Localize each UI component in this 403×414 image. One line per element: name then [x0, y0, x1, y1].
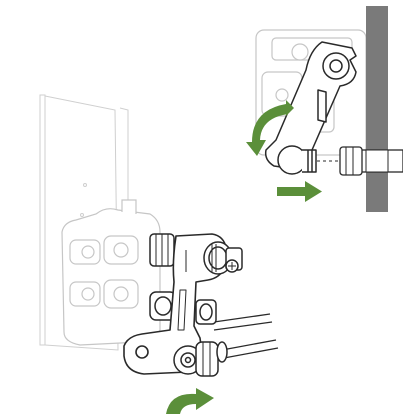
main-top-clamp	[203, 241, 243, 275]
wall-section	[366, 6, 388, 212]
main-valve-fittings	[149, 233, 217, 325]
inset-pipe	[305, 146, 403, 176]
main-bottom-clamp	[173, 341, 228, 377]
rotate-clockwise-arrow-icon	[166, 388, 214, 414]
manifold-ghost	[61, 199, 161, 346]
arrow-right-icon	[277, 181, 322, 202]
inset-lever-arm	[264, 41, 357, 175]
main-pipes	[213, 313, 279, 359]
rotate-counterclockwise-arrow-icon	[246, 100, 294, 156]
